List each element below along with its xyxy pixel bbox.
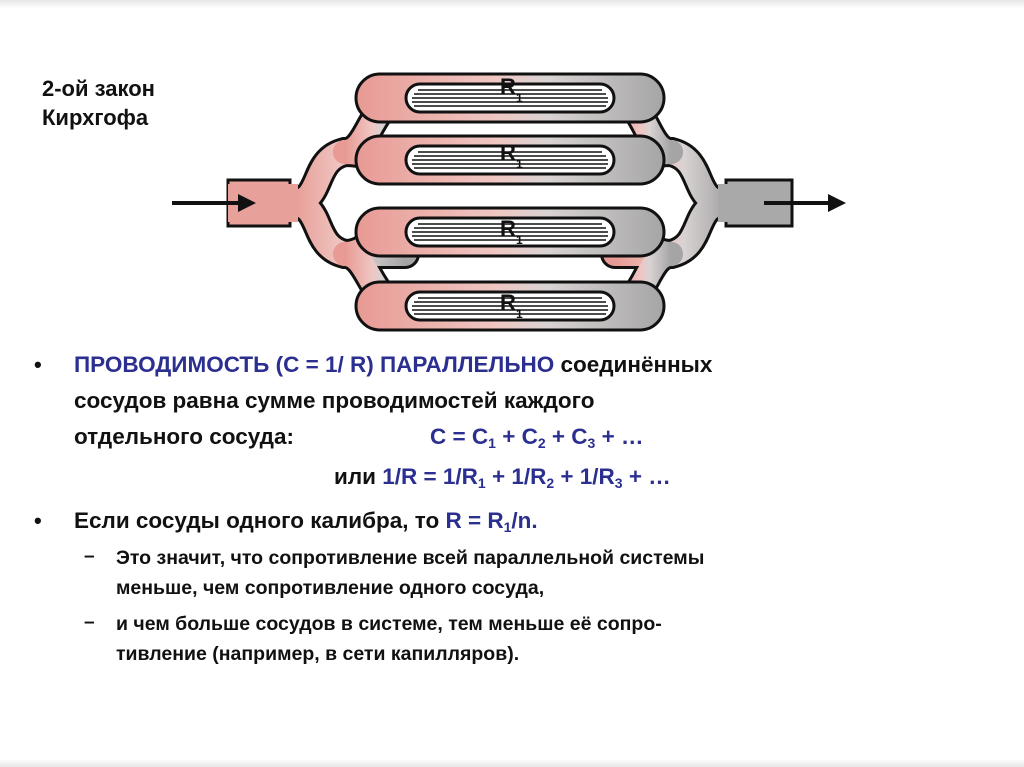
sub-bullet-marker-1: – xyxy=(84,546,95,568)
resistor-subscript-3: 1 xyxy=(516,233,523,247)
resistor-label-3: R xyxy=(500,216,516,241)
bullet-marker-1: • xyxy=(34,352,42,378)
sub-bullet-1-line-2: меньше, чем сопротивление одного сосуда, xyxy=(116,574,544,602)
bullet-2-line: Если сосуды одного калибра, то R = R1/n. xyxy=(74,506,538,542)
bullet-1-line-2: сосудов равна сумме проводимостей каждог… xyxy=(74,386,594,416)
formula-resistance-line: или 1/R = 1/R1 + 1/R2 + 1/R3 + … xyxy=(334,462,671,498)
bottom-border xyxy=(0,759,1024,767)
f1-tail: + … xyxy=(595,424,643,449)
formula-conductance-sum: С = С1 + С2 + С3 + … xyxy=(430,422,644,458)
inflow-arrow-icon xyxy=(172,194,256,212)
resistor-subscript-2: 1 xyxy=(516,157,523,171)
parallel-vessels-diagram: R 1 R 1 R 1 R 1 xyxy=(160,60,860,340)
resistor-subscript-1: 1 xyxy=(516,91,523,105)
or-word: или xyxy=(334,464,382,489)
f1-c: С = С xyxy=(430,424,488,449)
bullet-2-text: Если сосуды одного калибра, то xyxy=(74,508,445,533)
bullet-1-line-1: ПРОВОДИМОСТЬ (С = 1/ R) ПАРАЛЛЕЛЬНО соед… xyxy=(74,350,712,380)
resistor-label-2: R xyxy=(500,140,516,165)
f2-b: + 1/R xyxy=(486,464,547,489)
bullet-1-line-3: отдельного сосуда: xyxy=(74,422,294,452)
formula-resistance-sum: 1/R = 1/R1 + 1/R2 + 1/R3 + … xyxy=(382,464,671,489)
conductance-highlight: ПРОВОДИМОСТЬ (С = 1/ R) ПАРАЛЛЕЛЬНО xyxy=(74,352,554,377)
f1-p1: + С xyxy=(496,424,538,449)
sub-bullet-2-line-2: тивление (например, в сети капилляров). xyxy=(116,640,519,668)
f1-p2: + С xyxy=(546,424,588,449)
resistor-label-4: R xyxy=(500,290,516,315)
sub-bullet-marker-2: – xyxy=(84,612,95,634)
bullet-1-rest: соединённых xyxy=(554,352,712,377)
f3-b: /n. xyxy=(511,508,537,533)
sub-bullet-1-line-1: Это значит, что сопротивление всей парал… xyxy=(116,544,704,572)
diagram-svg: R 1 R 1 R 1 R 1 xyxy=(160,60,860,340)
bullet-marker-2: • xyxy=(34,508,42,534)
resistor-subscript-4: 1 xyxy=(516,307,523,321)
top-border xyxy=(0,0,1024,8)
f2-a: 1/R = 1/R xyxy=(382,464,478,489)
f3-a: R = R xyxy=(445,508,503,533)
resistor-label-1: R xyxy=(500,74,516,99)
f1-s2: 2 xyxy=(538,435,546,451)
f1-s1: 1 xyxy=(488,435,496,451)
formula-equal-caliber: R = R1/n. xyxy=(445,508,537,533)
f2-tail: + … xyxy=(623,464,671,489)
bullet-1-line-3-text: отдельного сосуда: xyxy=(74,424,294,449)
f2-s2: 2 xyxy=(546,475,554,491)
f2-s3: 3 xyxy=(615,475,623,491)
f2-s1: 1 xyxy=(478,475,486,491)
sub-bullet-2-line-1: и чем больше сосудов в системе, тем мень… xyxy=(116,610,662,638)
f2-c: + 1/R xyxy=(554,464,615,489)
